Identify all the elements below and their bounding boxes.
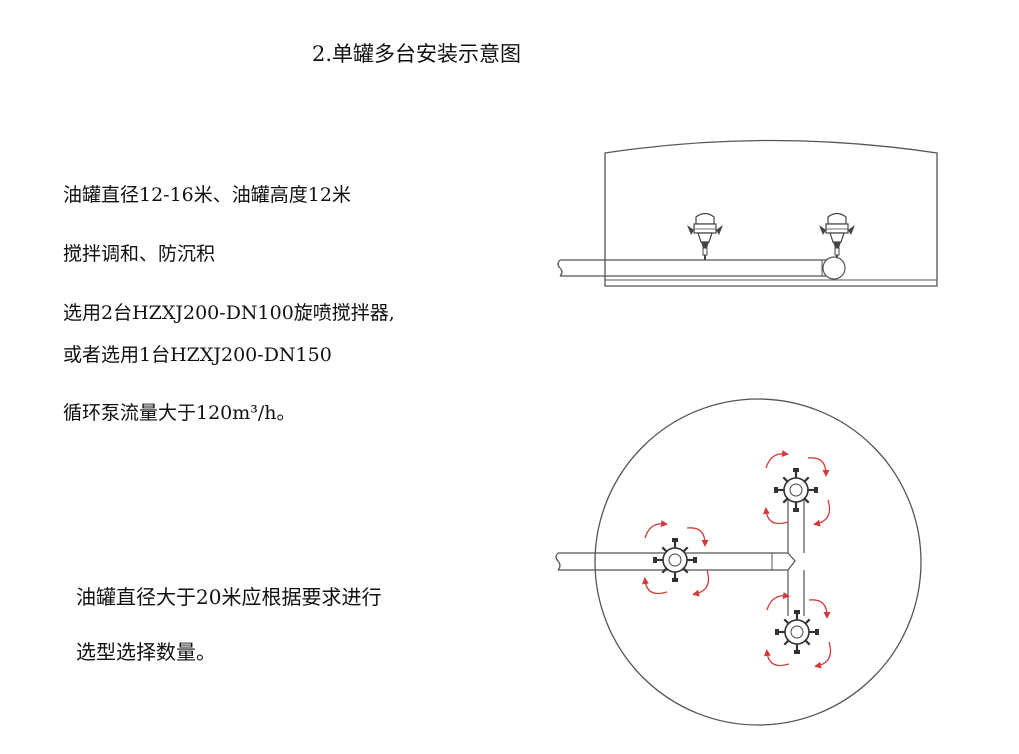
spec-line-pump-flow: 循环泵流量大于120m³/h。 [63,402,296,424]
mixer-group-left [645,524,709,594]
mixer-group-top [766,454,830,524]
mixer-group-bottom [767,596,831,666]
spec-line-purpose: 搅拌调和、防沉积 [63,243,216,265]
mixer-icon [686,212,724,256]
page-title: 2.单罐多台安装示意图 [312,42,522,66]
note-line-large-tank: 油罐直径大于20米应根据要求进行 [76,585,382,609]
spec-line-option-a: 选用2台HZXJ200-DN100旋喷搅拌器, [63,302,395,324]
note-line-selection: 选型选择数量。 [76,640,216,664]
spec-line-tank-size: 油罐直径12-16米、油罐高度12米 [63,184,351,206]
mixer-icon [772,466,820,514]
tank-top-view [555,398,922,726]
mixer-icon [651,536,699,584]
mixer-icon [818,212,856,256]
spec-line-option-b: 或者选用1台HZXJ200-DN150 [63,344,332,366]
tank-side-view [557,139,938,287]
mixer-icon [773,608,821,656]
